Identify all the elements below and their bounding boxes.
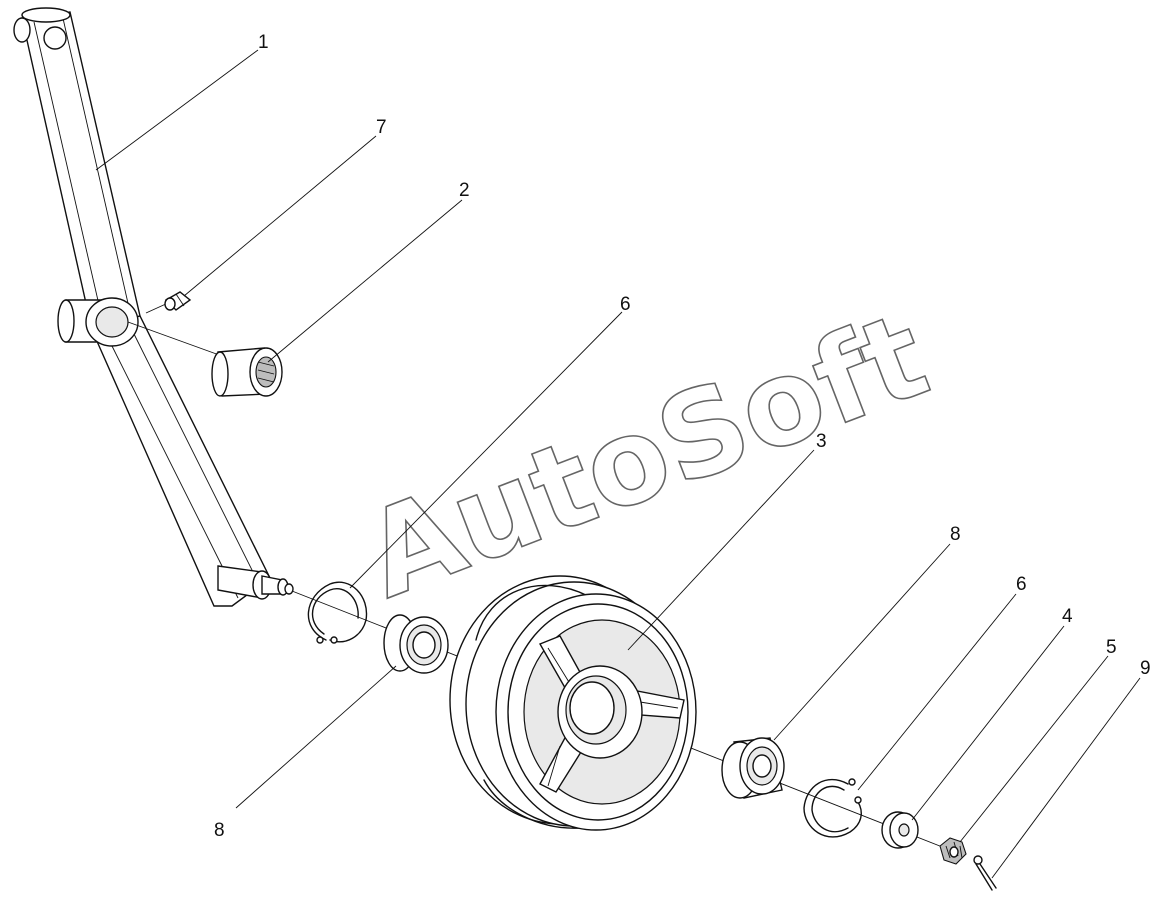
bearing-left — [383, 614, 449, 674]
grease-nipple — [164, 291, 192, 311]
retaining-ring-left — [307, 581, 368, 644]
callout-4: 4 — [1062, 606, 1073, 627]
callout-7: 7 — [376, 117, 387, 138]
callout-5: 5 — [1106, 637, 1117, 658]
washer — [881, 811, 919, 849]
lever-arm — [13, 7, 294, 607]
bushing — [211, 347, 283, 397]
callout-3: 3 — [816, 431, 827, 452]
callout-8-left: 8 — [214, 820, 225, 841]
callout-8-right: 8 — [950, 524, 961, 545]
callout-6-right: 6 — [1016, 574, 1027, 595]
bearing-right — [721, 737, 785, 799]
callout-9: 9 — [1140, 658, 1151, 679]
callout-6-left: 6 — [620, 294, 631, 315]
retaining-ring-right — [803, 778, 862, 838]
pivot-sleeve — [57, 297, 139, 347]
wheel — [449, 575, 697, 831]
cotter-pin — [973, 855, 997, 891]
leader-lines — [95, 49, 1141, 879]
watermark-text: AutoSoft — [347, 286, 944, 625]
stub-axle — [217, 565, 294, 600]
watermark: AutoSoft — [347, 285, 946, 626]
callout-labels: 1 7 2 6 3 8 6 4 5 9 8 — [214, 32, 1151, 841]
callout-2: 2 — [459, 180, 470, 201]
callout-1: 1 — [258, 32, 269, 53]
castle-nut — [939, 837, 967, 865]
